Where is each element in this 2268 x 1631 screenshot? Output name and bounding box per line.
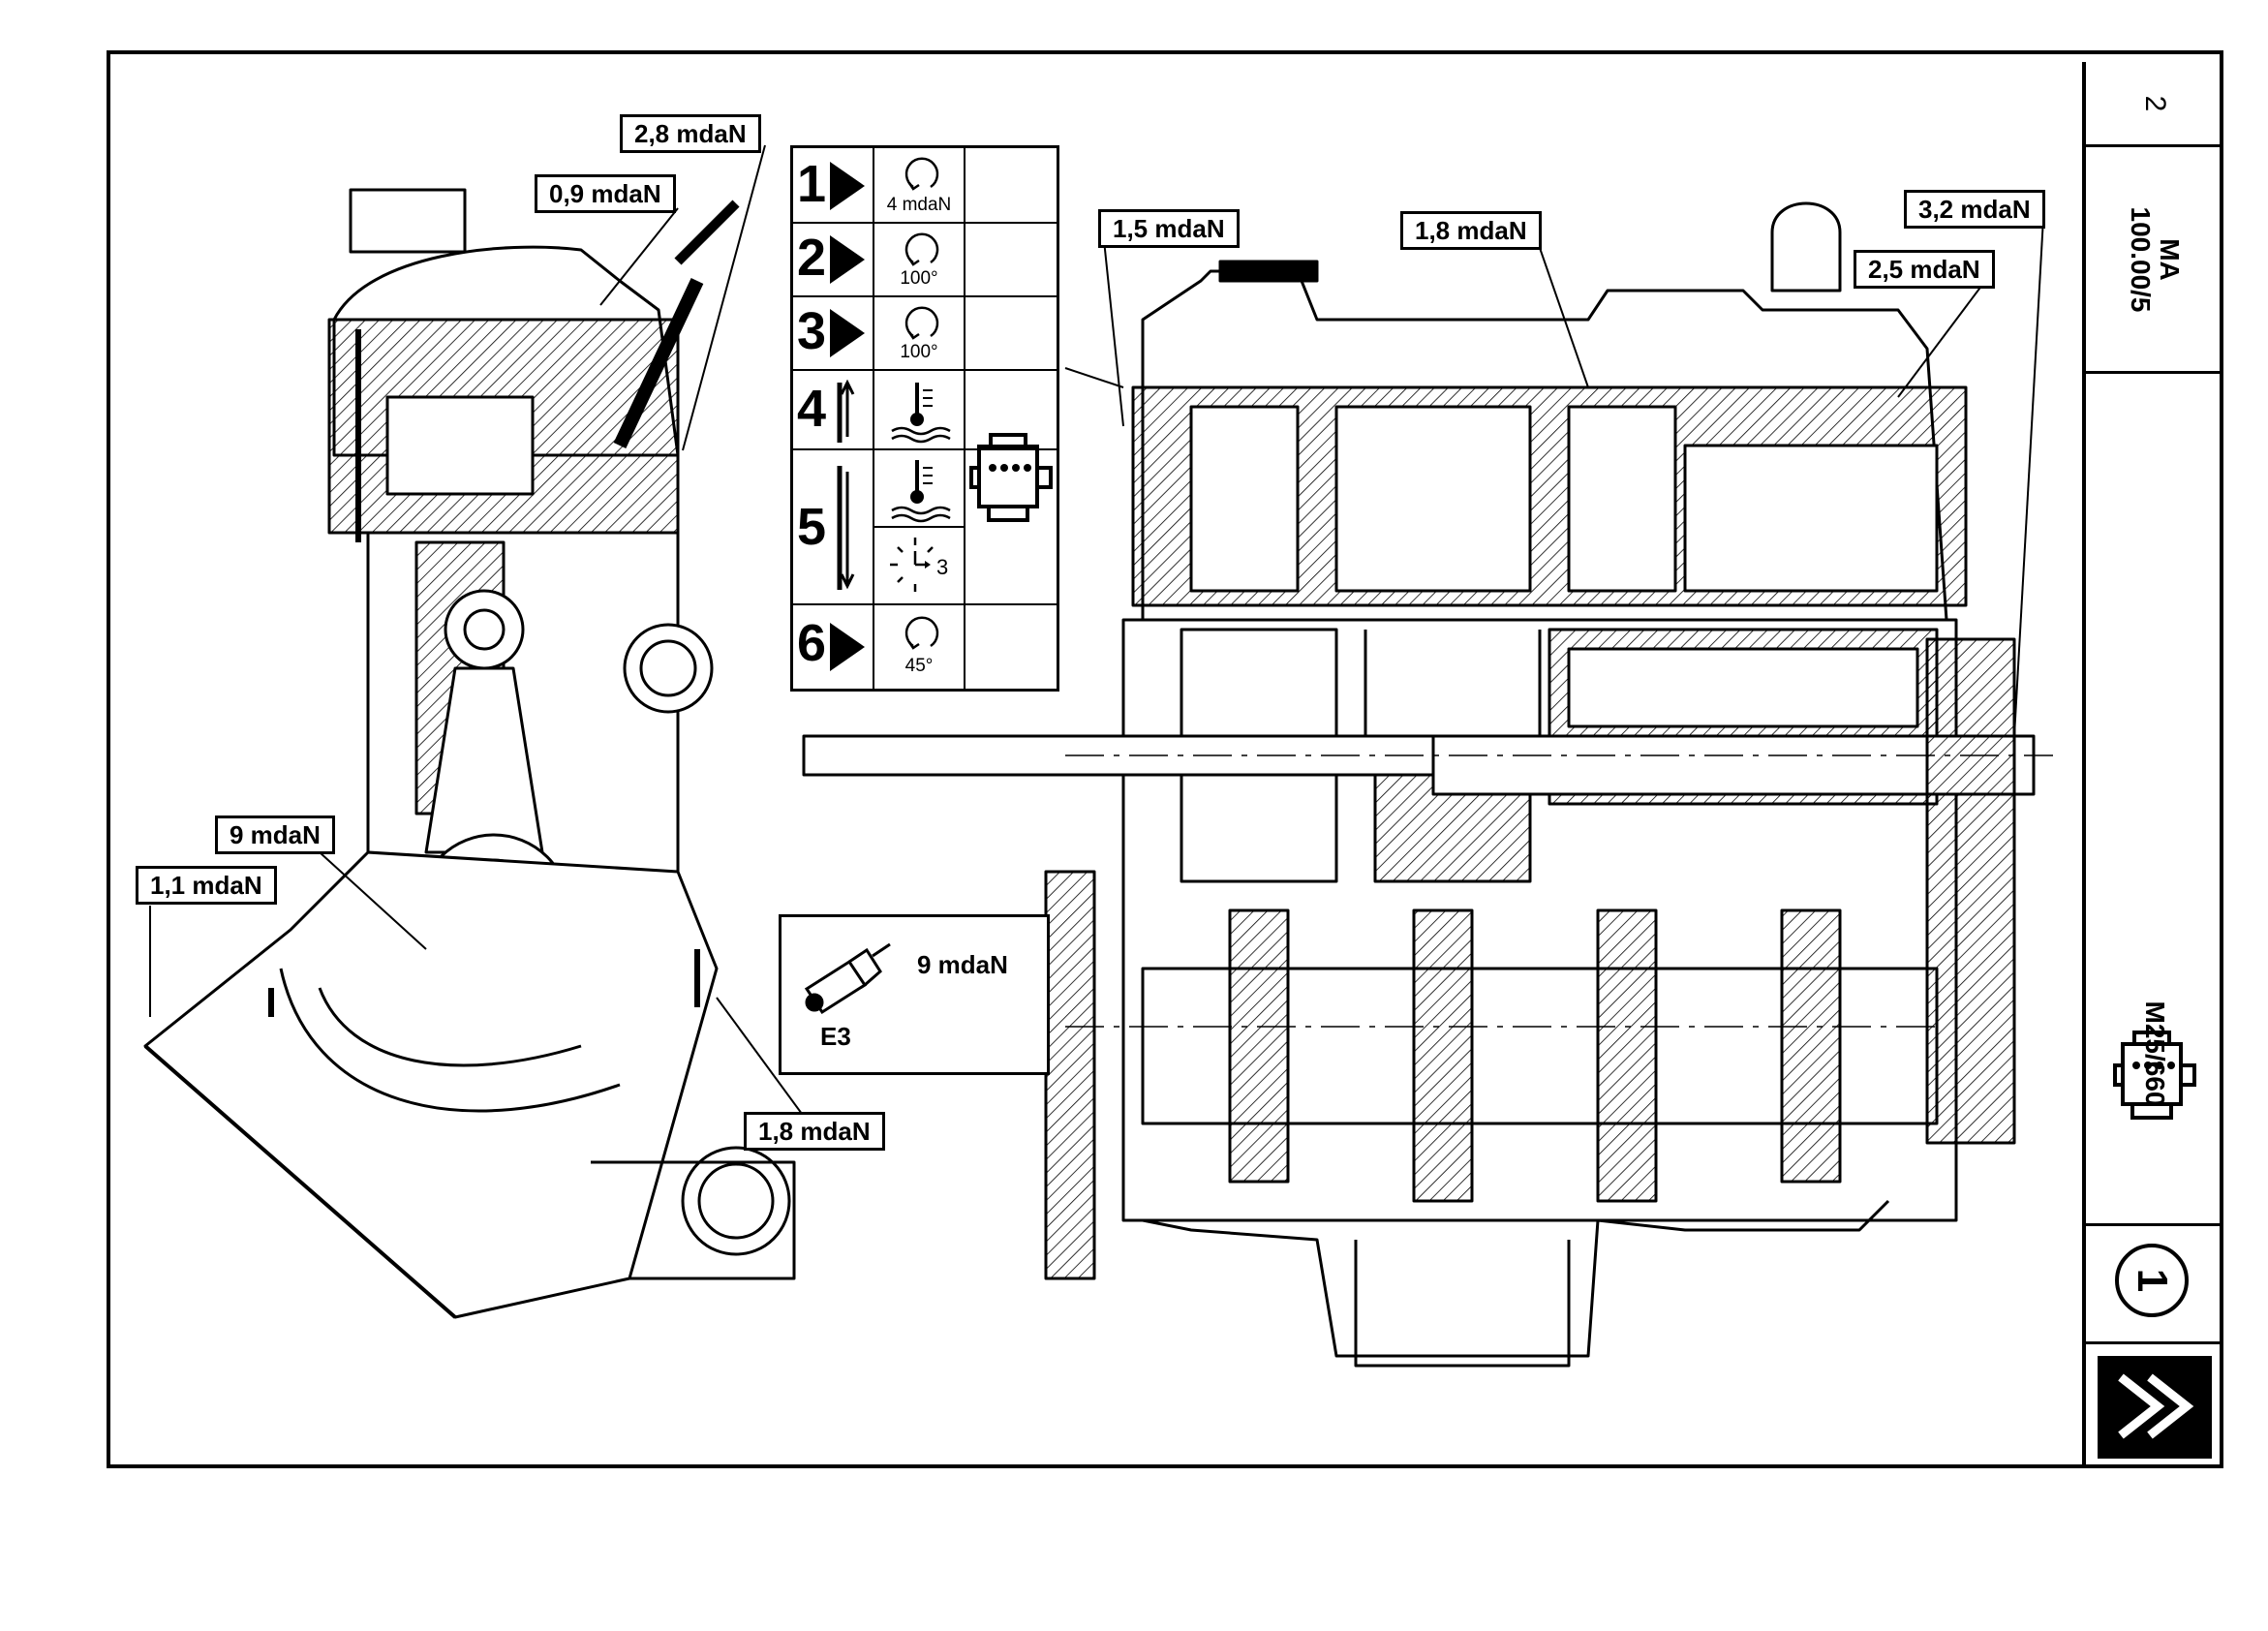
- torque-label-rocker-bracket: 2,5 mdaN: [1854, 250, 1995, 289]
- step-value: 100°: [900, 342, 938, 362]
- torque-label-timing-cover: 3,2 mdaN: [1904, 190, 2045, 229]
- engine-icon: [2113, 1031, 2196, 1120]
- sequence-step: 3 100°: [793, 297, 1057, 371]
- reference-cell: MA 100.00/5: [2086, 147, 2223, 374]
- rotation-icon: 100°: [873, 224, 965, 295]
- rotation-icon: 45°: [873, 605, 965, 689]
- sequence-step: 5 3: [793, 450, 1057, 605]
- logo-cell: [2086, 1344, 2223, 1468]
- step-value: 100°: [900, 268, 938, 289]
- torque-label-injector: 2,8 mdaN: [620, 114, 761, 153]
- step-value: 45°: [904, 656, 934, 676]
- sealant-callout: E3 9 mdaN: [779, 914, 1050, 1075]
- cool-timer-icon: 3: [873, 450, 965, 603]
- drawing-frame: [107, 50, 2223, 1468]
- timer-hours: 3: [936, 555, 949, 579]
- sequence-step: 2 100°: [793, 224, 1057, 297]
- step-number: 2: [797, 229, 827, 287]
- step-arrow-icon: [830, 309, 865, 357]
- step-value: 4 mdaN: [886, 195, 952, 215]
- chapter-cell: 1: [2086, 1226, 2223, 1344]
- arrow-up-icon: [837, 379, 855, 443]
- step-arrow-icon: [830, 235, 865, 284]
- torque-label-oil-sump: 1,1 mdaN: [136, 866, 277, 905]
- transverse-section-view: [143, 188, 796, 1319]
- sequence-step: 6 45°: [793, 605, 1057, 689]
- torque-label-connecting-rod: 9 mdaN: [215, 816, 335, 854]
- longitudinal-section-view: [802, 201, 2053, 1368]
- step-number: 3: [797, 302, 827, 360]
- torque-label-rocker-shaft: 1,8 mdaN: [1400, 211, 1542, 250]
- tightening-sequence-table: 1 4 mdaN 2 100° 3 100° 4 5: [790, 145, 1059, 692]
- torque-label-crankcase: 1,8 mdaN: [744, 1112, 885, 1151]
- sequence-step: 1 4 mdaN: [793, 148, 1057, 224]
- rotation-icon: 4 mdaN: [873, 148, 965, 222]
- sealant-tube-icon: [804, 942, 891, 1015]
- arrow-down-icon: [837, 466, 855, 590]
- engine-model: M25/660: [2140, 1000, 2170, 1107]
- rotation-icon: 100°: [873, 297, 965, 369]
- step-number: 6: [797, 614, 827, 672]
- model-cell: M25/660: [2086, 374, 2223, 1226]
- torque-label-rocker-cover: 0,9 mdaN: [535, 174, 676, 213]
- title-block: 2 MA 100.00/5 M25/660 1: [2082, 62, 2223, 1468]
- step-number: 5: [797, 498, 827, 556]
- document-reference: MA 100.00/5: [2126, 206, 2185, 312]
- page-number-cell: 2: [2086, 62, 2223, 147]
- chapter-number: 1: [2129, 1268, 2176, 1293]
- step-number: 4: [797, 380, 827, 438]
- page-number: 2: [2139, 95, 2171, 111]
- step-arrow-icon: [830, 623, 865, 671]
- sequence-step: 4: [793, 371, 1057, 450]
- chapter-circle: 1: [2115, 1244, 2189, 1317]
- warm-engine-icon: [873, 371, 965, 448]
- step-number: 1: [797, 155, 827, 213]
- double-chevron-logo: [2098, 1356, 2212, 1459]
- torque-label-head-stud: 1,5 mdaN: [1098, 209, 1240, 248]
- sealant-product: E3: [820, 1022, 851, 1051]
- step-arrow-icon: [830, 162, 865, 210]
- sealant-torque: 9 mdaN: [917, 950, 1008, 979]
- engine-icon: [969, 433, 1053, 522]
